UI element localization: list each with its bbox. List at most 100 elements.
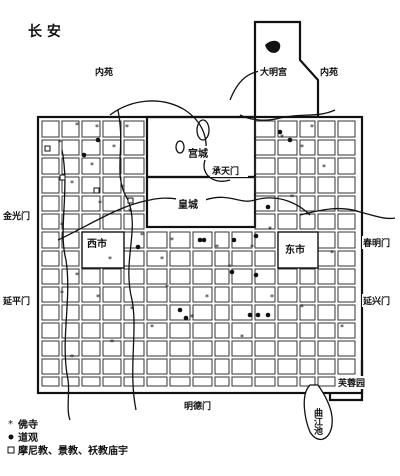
ward-block <box>277 358 298 375</box>
ward-block <box>41 231 60 249</box>
ward-block <box>192 358 213 375</box>
temple-marker: * <box>280 133 284 142</box>
taoist-marker <box>229 269 235 275</box>
map-title: 长 安 <box>28 23 61 40</box>
ward-block <box>61 340 80 357</box>
ward-block <box>337 322 356 339</box>
ward-block <box>317 304 336 321</box>
ward-block <box>102 157 122 175</box>
ward-block <box>81 322 101 339</box>
ward-block <box>277 286 298 303</box>
taoist-marker <box>253 233 259 239</box>
ward-block <box>299 286 316 303</box>
temple-marker: * <box>58 138 62 147</box>
ward-block <box>61 304 80 321</box>
temple-marker: * <box>228 263 232 272</box>
temple-marker: * <box>250 243 254 252</box>
ward-block <box>337 268 356 285</box>
ward-block <box>299 120 316 138</box>
ward-block <box>299 176 316 194</box>
ward-block <box>299 358 316 375</box>
ward-block <box>169 231 191 249</box>
ward-block <box>277 176 298 194</box>
ward-block <box>81 376 101 387</box>
ward-block <box>123 213 145 230</box>
ward-block <box>214 340 230 357</box>
temple-marker: * <box>170 236 174 245</box>
ward-block <box>231 376 253 387</box>
temple-marker: * <box>205 293 209 302</box>
ward-block <box>81 176 101 194</box>
ward-block <box>41 358 60 375</box>
ward-block <box>299 376 316 387</box>
temple-marker: * <box>240 333 244 342</box>
temple-marker: * <box>70 179 74 188</box>
ward-block <box>277 213 298 230</box>
ward-block <box>231 268 253 285</box>
temple-marker: * <box>128 207 132 216</box>
ward-block <box>61 176 80 194</box>
temple-marker: * <box>322 163 326 172</box>
ward-block <box>146 304 168 321</box>
ward-block <box>317 213 336 230</box>
ward-block <box>41 120 60 138</box>
ward-block <box>254 120 276 138</box>
ward-block <box>169 268 191 285</box>
ward-block <box>277 304 298 321</box>
temple-marker: * <box>90 161 94 170</box>
pond-palace-2 <box>175 140 185 154</box>
ward-block <box>192 268 213 285</box>
ward-block <box>146 231 168 249</box>
ward-block <box>337 120 356 138</box>
ward-block <box>169 250 191 267</box>
ward-block <box>169 340 191 357</box>
ward-block <box>61 376 80 387</box>
ward-block <box>41 376 60 387</box>
ward-block <box>123 376 145 387</box>
temple-marker: * <box>290 193 294 202</box>
foreign-temple-marker <box>44 145 51 152</box>
temple-marker: * <box>110 338 114 347</box>
ward-block <box>231 286 253 303</box>
ward-block <box>192 340 213 357</box>
taoist-marker <box>255 312 261 318</box>
ward-block <box>337 250 356 267</box>
ward-block <box>231 358 253 375</box>
ward-block <box>192 376 213 387</box>
ward-block <box>254 213 276 230</box>
ward-block <box>299 268 316 285</box>
ward-block <box>317 340 336 357</box>
temple-marker: * <box>130 305 134 314</box>
taoist-marker <box>95 137 101 143</box>
temple-marker: * <box>60 221 64 230</box>
ward-block <box>317 376 336 387</box>
ward-block <box>81 358 101 375</box>
ward-block <box>169 376 191 387</box>
temple-marker: * <box>125 123 129 132</box>
label-west-market: 西市 <box>87 237 107 250</box>
ward-block <box>192 250 213 267</box>
foreign-temple-marker <box>127 197 134 204</box>
temple-marker: * <box>108 255 112 264</box>
daming-palace-wall <box>253 20 320 117</box>
ward-block <box>254 358 276 375</box>
ward-block <box>317 176 336 194</box>
ward-block <box>299 322 316 339</box>
taoist-marker <box>183 315 189 321</box>
ward-block <box>337 231 356 249</box>
temple-marker: * <box>60 289 64 298</box>
ward-block <box>192 286 213 303</box>
ward-block <box>317 268 336 285</box>
ward-block <box>102 358 122 375</box>
ward-block <box>299 139 316 156</box>
ward-block <box>277 268 298 285</box>
river-north <box>109 100 231 182</box>
ward-block <box>277 376 298 387</box>
ward-block <box>81 195 101 212</box>
ward-block <box>41 176 60 194</box>
ward-block <box>146 286 168 303</box>
pond-daming <box>265 40 281 53</box>
temple-marker: * <box>300 143 304 152</box>
taoist-marker <box>265 312 271 318</box>
